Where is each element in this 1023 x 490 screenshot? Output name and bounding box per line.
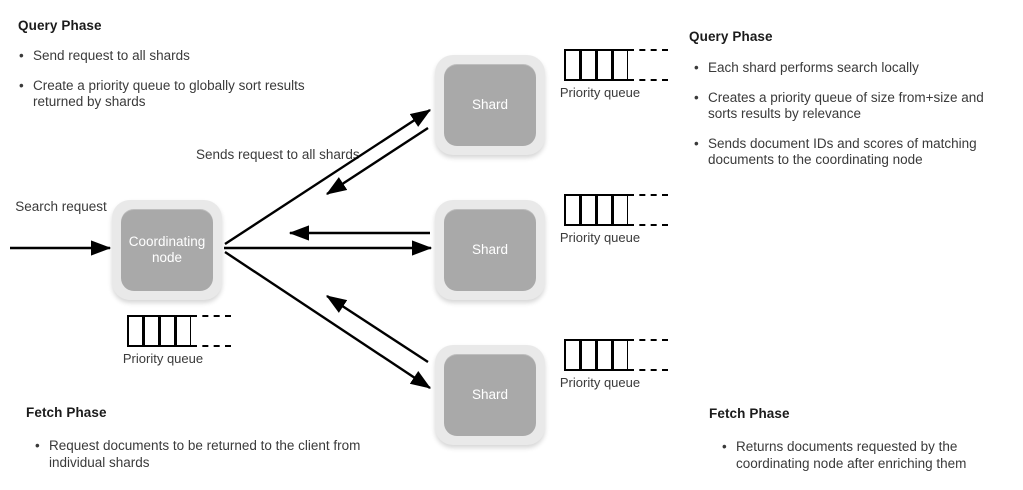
queue-cell — [159, 315, 175, 347]
left-fetch-phase-title: Fetch Phase — [26, 405, 107, 420]
list-item: Returns documents requested by the coord… — [721, 439, 1009, 472]
list-item: Each shard performs search locally — [693, 60, 1001, 77]
shard-inner-3: Shard — [444, 354, 536, 436]
shard-label-2: Shard — [471, 242, 509, 257]
queue-cell — [564, 49, 580, 81]
right-fetch-phase-bullets: Returns documents requested by the coord… — [709, 439, 1009, 472]
priority-queue-cells — [564, 339, 668, 371]
queue-cell — [175, 315, 191, 347]
queue-overflow-dashed — [628, 49, 668, 81]
queue-overflow-dashed — [628, 194, 668, 226]
list-item: Create a priority queue to globally sort… — [18, 78, 318, 111]
priority-queue-caption: Priority queue — [559, 375, 641, 390]
shard-label-1: Shard — [471, 97, 509, 112]
priority-queue-caption: Priority queue — [559, 230, 641, 245]
priority-queue-caption: Priority queue — [559, 85, 641, 100]
queue-cell — [612, 339, 628, 371]
right-query-phase-bullets: Each shard performs search locally Creat… — [689, 60, 1001, 169]
shard-inner-1: Shard — [444, 64, 536, 146]
priority-queue-coordinating: Priority queue — [123, 315, 231, 367]
left-query-phase-bullets: Send request to all shards Create a prio… — [18, 48, 318, 111]
coordinating-node-box[interactable]: Coordinating node — [112, 200, 222, 300]
queue-cell — [564, 194, 580, 226]
shard-box-3[interactable]: Shard — [435, 345, 545, 445]
priority-queue-cells — [127, 315, 231, 347]
search-request-label: Search request — [15, 199, 107, 214]
list-item: Sends document IDs and scores of matchin… — [693, 136, 1001, 169]
left-query-phase-title: Query Phase — [18, 18, 102, 33]
shard-box-1[interactable]: Shard — [435, 55, 545, 155]
queue-cell — [612, 49, 628, 81]
shard-label-3: Shard — [471, 387, 509, 402]
left-fetch-phase-bullets: Request documents to be returned to the … — [26, 438, 366, 471]
right-query-phase-block: Query Phase Each shard performs search l… — [689, 29, 1001, 182]
list-item: Creates a priority queue of size from+si… — [693, 90, 1001, 123]
queue-cell — [564, 339, 580, 371]
sends-request-label: Sends request to all shards — [196, 147, 360, 162]
coordinating-node-inner: Coordinating node — [121, 209, 213, 291]
priority-queue-cells — [564, 194, 668, 226]
coordinating-node-label: Coordinating node — [128, 234, 206, 265]
queue-cell — [580, 49, 596, 81]
shard-box-2[interactable]: Shard — [435, 200, 545, 300]
queue-cell — [612, 194, 628, 226]
queue-cell — [596, 194, 612, 226]
queue-cell — [596, 339, 612, 371]
list-item: Request documents to be returned to the … — [34, 438, 366, 471]
arrow-shard-3-to-node — [325, 294, 429, 364]
queue-cell — [143, 315, 159, 347]
shard-inner-2: Shard — [444, 209, 536, 291]
right-fetch-phase-block: Fetch Phase Returns documents requested … — [709, 406, 1009, 485]
priority-queue-shard-1: Priority queue — [560, 49, 668, 101]
right-fetch-phase-title: Fetch Phase — [709, 406, 790, 421]
priority-queue-cells — [564, 49, 668, 81]
arrow-node-to-shard-1 — [224, 108, 432, 246]
queue-cell — [127, 315, 143, 347]
queue-cell — [580, 194, 596, 226]
priority-queue-caption: Priority queue — [122, 351, 204, 366]
queue-cell — [596, 49, 612, 81]
queue-overflow-dashed — [191, 315, 231, 347]
priority-queue-shard-3: Priority queue — [560, 339, 668, 391]
right-query-phase-title: Query Phase — [689, 29, 773, 44]
priority-queue-shard-2: Priority queue — [560, 194, 668, 246]
left-fetch-phase-block: Fetch Phase Request documents to be retu… — [26, 405, 366, 484]
list-item: Send request to all shards — [18, 48, 318, 65]
arrow-node-to-shard-3 — [224, 251, 431, 389]
left-query-phase-block: Query Phase Send request to all shards C… — [18, 18, 318, 124]
queue-overflow-dashed — [628, 339, 668, 371]
queue-cell — [580, 339, 596, 371]
